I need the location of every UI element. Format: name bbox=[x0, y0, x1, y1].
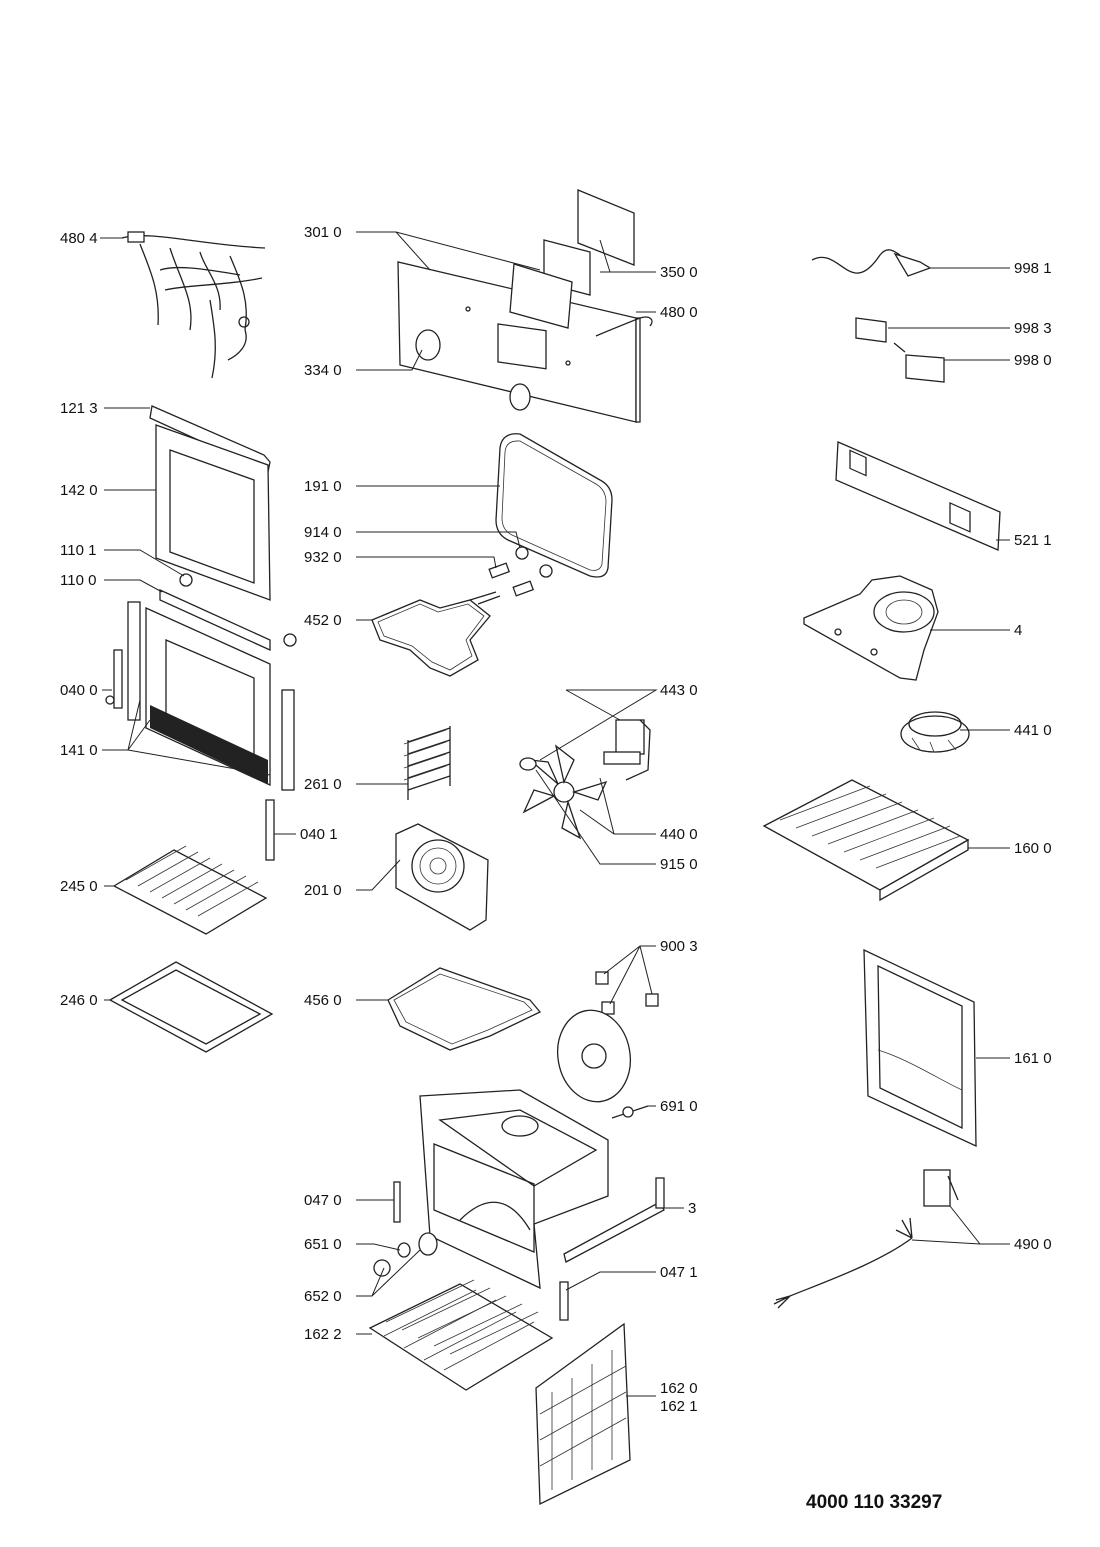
label-440-0: 440 0 bbox=[660, 826, 698, 843]
part-labels: 480 4 301 0 350 0 480 0 334 0 998 1 998 … bbox=[60, 224, 1052, 1415]
label-350-0: 350 0 bbox=[660, 264, 698, 281]
part-rear-cover bbox=[395, 823, 489, 931]
label-3: 3 bbox=[688, 1200, 696, 1217]
label-932-0: 932 0 bbox=[304, 549, 342, 566]
label-162-1: 162 1 bbox=[660, 1398, 698, 1415]
part-display-bracket bbox=[509, 189, 635, 329]
part-fan-housing bbox=[803, 575, 939, 681]
part-knob bbox=[415, 329, 531, 411]
label-915-0: 915 0 bbox=[660, 856, 698, 873]
label-047-0: 047 0 bbox=[304, 1192, 342, 1209]
part-grill-element bbox=[371, 591, 501, 677]
part-power-cord bbox=[811, 249, 932, 277]
label-261-0: 261 0 bbox=[304, 776, 342, 793]
label-110-0: 110 0 bbox=[60, 572, 96, 589]
part-sensor-left bbox=[393, 1181, 401, 1223]
part-fan-blade bbox=[519, 744, 608, 840]
label-334-0: 334 0 bbox=[304, 362, 342, 379]
part-lower-element bbox=[387, 967, 542, 1051]
label-691-0: 691 0 bbox=[660, 1098, 698, 1115]
label-480-4: 480 4 bbox=[60, 230, 98, 247]
label-480-0: 480 0 bbox=[660, 304, 698, 321]
part-front-bracket bbox=[563, 1177, 665, 1263]
label-246-0: 246 0 bbox=[60, 992, 98, 1009]
label-998-0: 998 0 bbox=[1014, 352, 1052, 369]
label-162-0: 162 0 bbox=[660, 1380, 698, 1397]
part-bottom-grid bbox=[368, 1279, 554, 1391]
part-cooling-fan bbox=[900, 711, 970, 753]
part-wiring-harness bbox=[121, 231, 266, 379]
part-outer-glass bbox=[155, 424, 271, 601]
label-998-1: 998 1 bbox=[1014, 260, 1052, 277]
label-245-0: 245 0 bbox=[60, 878, 98, 895]
part-axle-pin bbox=[611, 1105, 649, 1119]
label-142-0: 142 0 bbox=[60, 482, 98, 499]
label-040-1: 040 1 bbox=[300, 826, 338, 843]
part-baking-tray bbox=[108, 961, 274, 1053]
part-inner-door bbox=[127, 601, 295, 791]
part-shelf-rack bbox=[762, 779, 970, 902]
label-441-0: 441 0 bbox=[1014, 722, 1052, 739]
label-160-0: 160 0 bbox=[1014, 840, 1052, 857]
part-lamp-fittings bbox=[488, 546, 553, 597]
label-201-0: 201 0 bbox=[304, 882, 342, 899]
part-glass-spacers bbox=[159, 573, 297, 652]
label-456-0: 456 0 bbox=[304, 992, 342, 1009]
part-control-panel bbox=[397, 261, 641, 423]
label-040-0: 040 0 bbox=[60, 682, 98, 699]
document-number: 4000 110 33297 bbox=[806, 1492, 942, 1513]
label-047-1: 047 1 bbox=[660, 1264, 698, 1281]
part-control-board bbox=[835, 441, 1001, 551]
part-side-panel bbox=[863, 948, 977, 1148]
label-4: 4 bbox=[1014, 622, 1022, 639]
label-490-0: 490 0 bbox=[1014, 1236, 1052, 1253]
part-display-cable bbox=[595, 316, 653, 337]
part-fan-cover bbox=[557, 1009, 631, 1103]
label-191-0: 191 0 bbox=[304, 478, 342, 495]
label-900-3: 900 3 bbox=[660, 938, 698, 955]
part-hinge-left bbox=[105, 649, 123, 709]
part-fan-motor bbox=[603, 719, 651, 781]
part-lamp bbox=[373, 1232, 438, 1277]
part-clips bbox=[595, 971, 659, 1015]
label-301-0: 301 0 bbox=[304, 224, 342, 241]
label-121-3: 121 3 bbox=[60, 400, 98, 417]
part-oven-cavity bbox=[419, 1089, 609, 1290]
part-side-rack bbox=[403, 726, 451, 800]
label-443-0: 443 0 bbox=[660, 682, 698, 699]
part-wifi-module bbox=[855, 317, 945, 383]
label-110-1: 110 1 bbox=[60, 542, 96, 559]
part-door-seal bbox=[495, 433, 613, 578]
label-452-0: 452 0 bbox=[304, 612, 342, 629]
part-terminal-block bbox=[773, 1169, 959, 1309]
label-162-2: 162 2 bbox=[304, 1326, 342, 1343]
leader-lines bbox=[100, 231, 1010, 1397]
part-hinge-right bbox=[265, 799, 275, 861]
label-161-0: 161 0 bbox=[1014, 1050, 1052, 1067]
part-wire-shelf bbox=[112, 845, 268, 935]
part-sensor-right bbox=[559, 1281, 569, 1321]
label-141-0: 141 0 bbox=[60, 742, 98, 759]
label-521-1: 521 1 bbox=[1014, 532, 1052, 549]
label-998-3: 998 3 bbox=[1014, 320, 1052, 337]
label-914-0: 914 0 bbox=[304, 524, 342, 541]
label-652-0: 652 0 bbox=[304, 1288, 342, 1305]
part-back-panel bbox=[535, 1322, 631, 1506]
label-651-0: 651 0 bbox=[304, 1236, 342, 1253]
